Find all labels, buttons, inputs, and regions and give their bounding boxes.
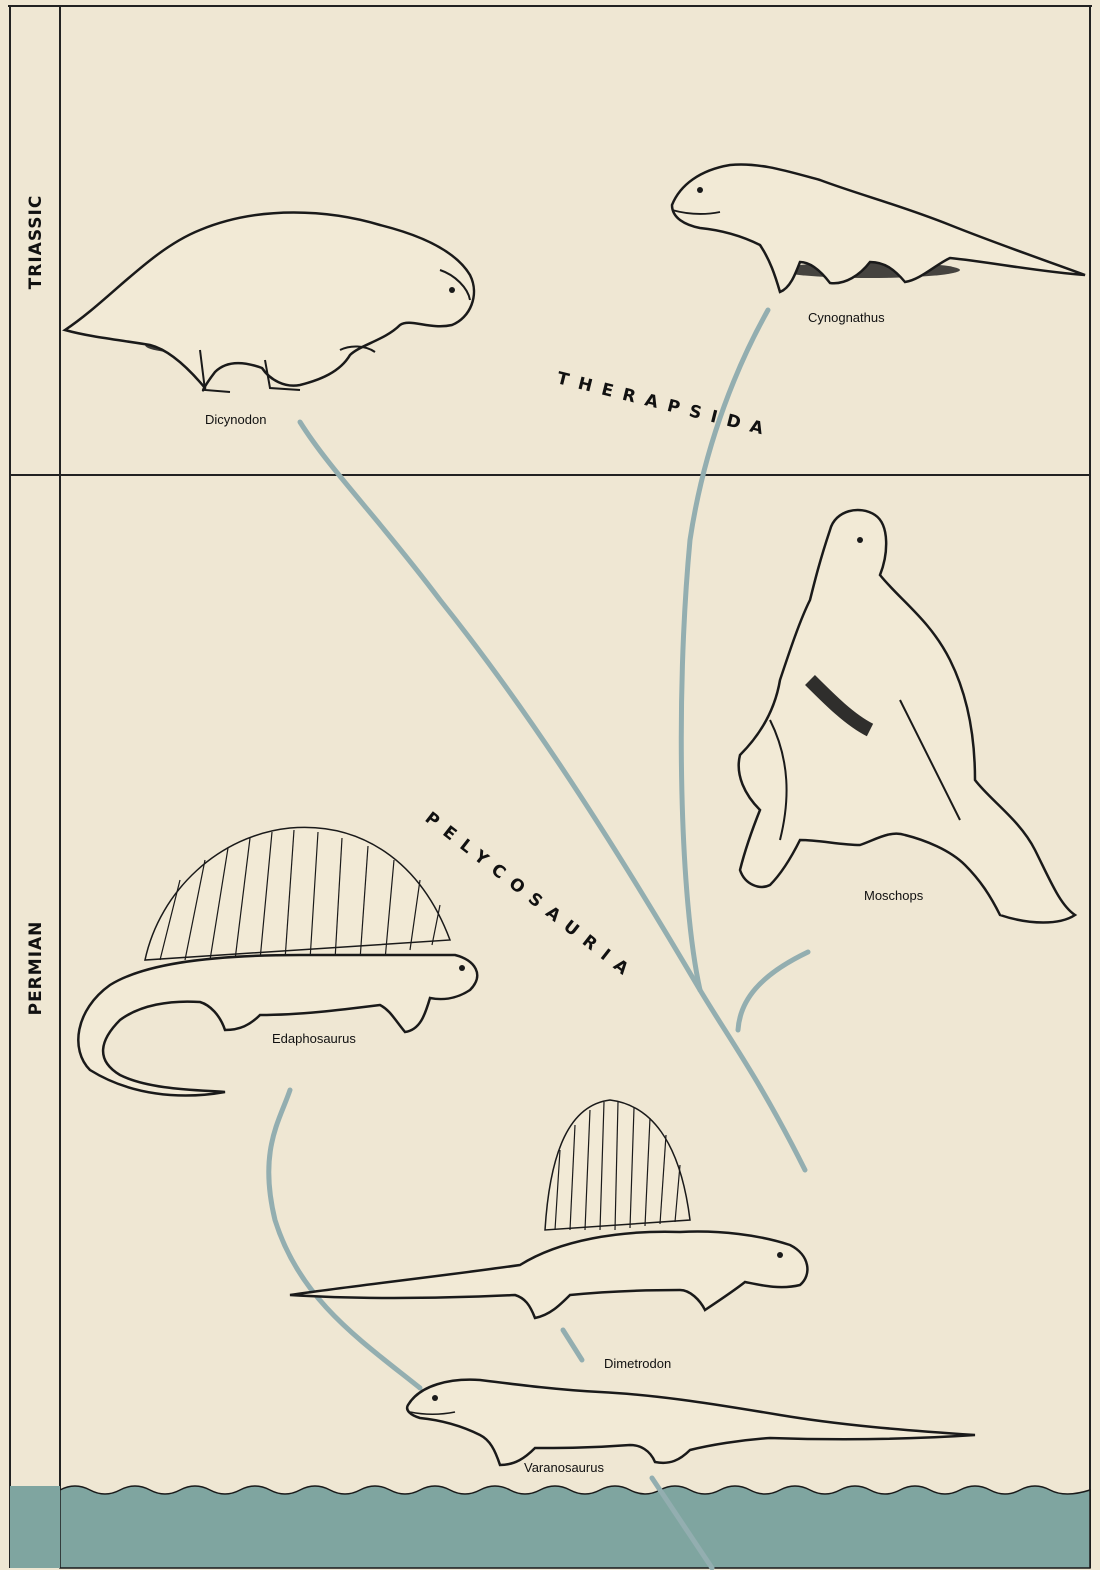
water-band xyxy=(10,1486,1090,1568)
species-label-edaphosaurus: Edaphosaurus xyxy=(272,1031,356,1046)
species-label-moschops: Moschops xyxy=(864,888,924,903)
period-label-triassic: TRIASSIC xyxy=(26,195,46,290)
species-label-dicynodon: Dicynodon xyxy=(205,412,266,427)
species-label-cynognathus: Cynognathus xyxy=(808,310,885,325)
species-label-dimetrodon: Dimetrodon xyxy=(604,1356,671,1371)
period-label-permian: PERMIAN xyxy=(26,921,46,1016)
species-label-varanosaurus: Varanosaurus xyxy=(524,1460,604,1475)
